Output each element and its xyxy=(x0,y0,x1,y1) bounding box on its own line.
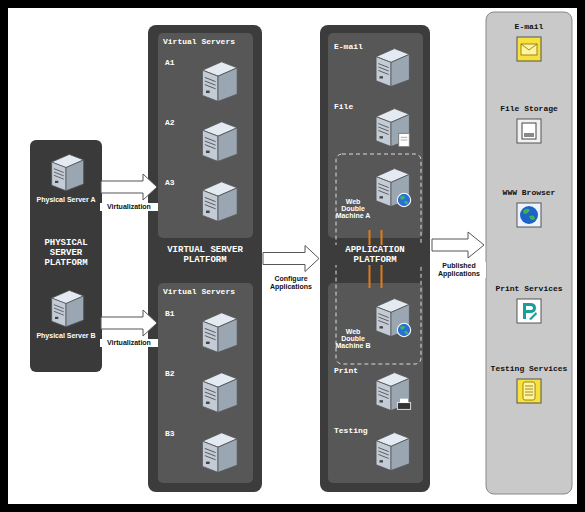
node-label: E-mail xyxy=(490,22,568,31)
arrow-label: Virtualization xyxy=(100,339,158,347)
platform-panel: PHYSICAL SERVER PLATFORM Physical Server … xyxy=(30,140,102,372)
server-icon xyxy=(194,57,242,105)
service-item: Testing Services xyxy=(490,362,568,440)
node-label: Web Double Machine A xyxy=(334,198,372,219)
server-icon xyxy=(194,117,242,165)
node-label: A1 xyxy=(165,58,189,67)
server-group: Virtual ServersB1B2B3 xyxy=(158,283,253,483)
flow-label: Published Applications xyxy=(432,262,486,278)
server-icon xyxy=(194,308,242,356)
application-server: Testing xyxy=(332,422,419,478)
virtual-server: A3 xyxy=(162,172,249,230)
server-icon xyxy=(194,428,242,476)
virtual-server: A2 xyxy=(162,112,249,170)
node-label: Print xyxy=(334,366,368,375)
physical-server: Physical Server B xyxy=(32,284,100,362)
node-label: B3 xyxy=(165,429,189,438)
node-label: A3 xyxy=(165,178,189,187)
physical-server: Physical Server A xyxy=(32,148,100,226)
server-icon xyxy=(516,202,542,228)
platform-panel: VIRTUAL SERVER PLATFORMVirtual ServersA1… xyxy=(148,25,262,492)
server-group: Virtual ServersA1A2A3 xyxy=(158,33,253,238)
virtual-server: A1 xyxy=(162,52,249,110)
flow-arrow xyxy=(263,246,319,272)
node-label: File Storage xyxy=(490,104,568,113)
node-label: Physical Server A xyxy=(32,196,100,203)
node-label: B2 xyxy=(165,369,189,378)
node-label: Virtual Servers xyxy=(163,287,248,296)
node-label: E-mail xyxy=(334,42,368,51)
node-label: File xyxy=(334,102,368,111)
server-icon xyxy=(368,428,414,474)
server-icon xyxy=(194,368,242,416)
node-label: Virtual Servers xyxy=(163,37,248,46)
node-label: Print Services xyxy=(490,284,568,293)
node-label: Testing xyxy=(334,426,368,435)
server-icon xyxy=(516,298,542,324)
flow-arrow xyxy=(101,310,157,336)
server-icon xyxy=(396,322,412,338)
server-icon xyxy=(396,396,412,412)
server-icon xyxy=(194,177,242,225)
virtual-server: B2 xyxy=(162,363,249,421)
server-icon xyxy=(44,286,88,330)
virtual-server: B1 xyxy=(162,303,249,361)
node-label: Testing Services xyxy=(490,364,568,373)
service-item: Print Services xyxy=(490,282,568,348)
node-label: Physical Server B xyxy=(32,332,100,339)
server-icon xyxy=(516,378,542,404)
node-label: WWW Browser xyxy=(490,188,568,197)
application-server: Web Double Machine A xyxy=(332,158,419,230)
node-label: B1 xyxy=(165,309,189,318)
virtual-server: B3 xyxy=(162,423,249,481)
server-icon xyxy=(396,132,412,148)
flow-arrow xyxy=(101,174,157,200)
server-icon xyxy=(44,150,88,194)
service-item: E-mail xyxy=(490,20,568,82)
node-label: Web Double Machine B xyxy=(334,328,372,349)
arrow-label: Configure Applications xyxy=(262,275,320,291)
server-icon xyxy=(368,44,414,90)
node-label: VIRTUAL SERVER PLATFORM xyxy=(152,245,258,265)
server-icon xyxy=(516,118,542,144)
node-label: PHYSICAL SERVER PLATFORM xyxy=(32,238,100,268)
application-server: E-mail xyxy=(332,38,419,96)
service-item: File Storage xyxy=(490,102,568,164)
application-server: Web Double Machine B xyxy=(332,288,419,360)
node-label: A2 xyxy=(165,118,189,127)
application-server: Print xyxy=(332,362,419,420)
link-line xyxy=(369,230,371,288)
server-icon xyxy=(396,192,412,208)
platform-panel: APPLICATION PLATFORM E-mailFileWeb Double… xyxy=(320,25,430,492)
node-label: APPLICATION PLATFORM xyxy=(324,245,426,265)
application-server: File xyxy=(332,98,419,154)
arrow-label: Virtualization xyxy=(100,203,158,211)
server-icon xyxy=(516,36,542,62)
service-item: WWW Browser xyxy=(490,186,568,252)
link-line xyxy=(381,230,383,288)
